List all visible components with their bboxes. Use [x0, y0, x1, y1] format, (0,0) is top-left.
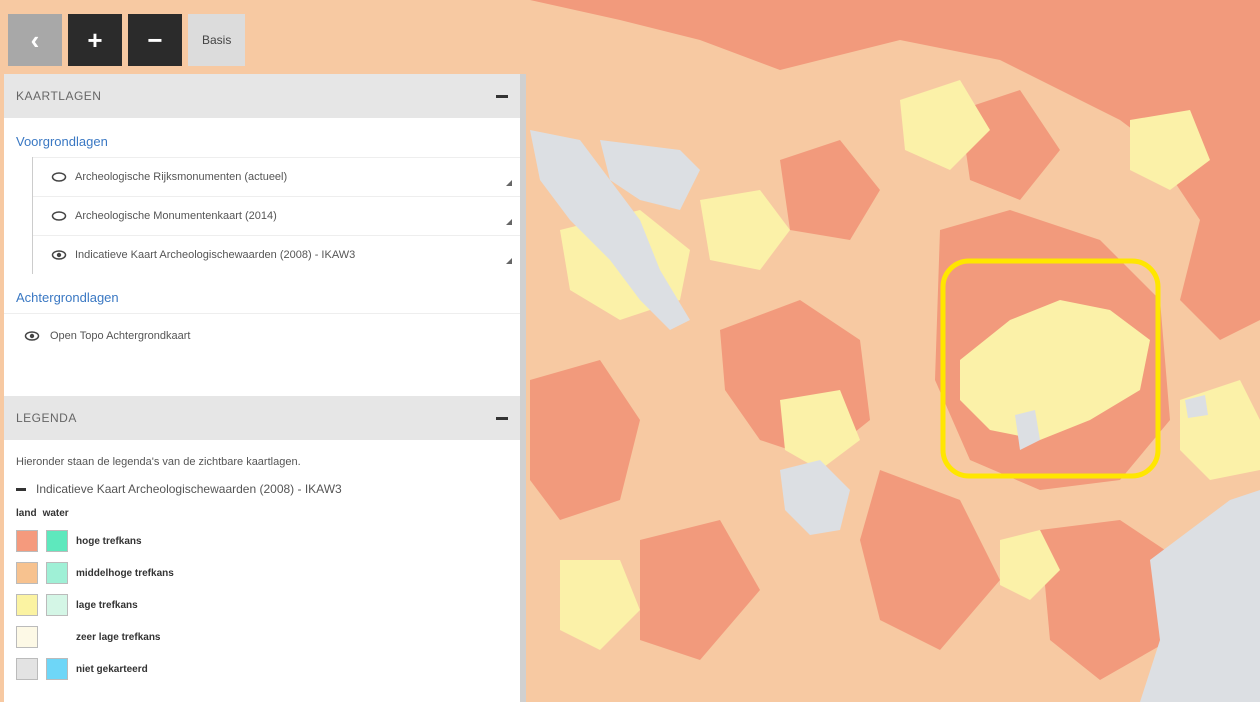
resize-handle-icon[interactable] [506, 219, 512, 225]
legend-row: niet gekarteerd [4, 653, 520, 685]
layer-item[interactable]: Indicatieve Kaart Archeologischewaarden … [33, 235, 520, 274]
legend-label: niet gekarteerd [76, 663, 148, 675]
land-swatch [16, 626, 38, 648]
water-swatch [46, 530, 68, 552]
legenda-description: Hieronder staan de legenda's van de zich… [16, 456, 301, 468]
foreground-group-title[interactable]: Voorgrondlagen [16, 134, 108, 149]
kaartlagen-title: KAARTLAGEN [16, 89, 102, 103]
water-swatch [46, 594, 68, 616]
chevron-left-icon: ‹ [30, 24, 40, 55]
eye-closed-icon[interactable] [51, 169, 67, 185]
minus-icon: − [147, 24, 163, 55]
legend-layer-title[interactable]: Indicatieve Kaart Archeologischewaarden … [4, 476, 520, 502]
highlight-frame [940, 258, 1161, 479]
urban-areas [530, 130, 1260, 702]
legenda-header[interactable]: LEGENDA [4, 396, 520, 440]
spacer [4, 358, 520, 396]
land-swatch [16, 658, 38, 680]
legend-label: hoge trefkans [76, 535, 142, 547]
legend-column-headers: land water [4, 502, 520, 525]
legend-row: hoge trefkans [4, 525, 520, 557]
high-probability-zones [530, 0, 1260, 680]
foreground-layer-list: Archeologische Rijksmonumenten (actueel)… [32, 157, 520, 274]
land-swatch [16, 594, 38, 616]
collapse-icon[interactable] [496, 416, 508, 420]
layer-label: Indicatieve Kaart Archeologischewaarden … [75, 249, 356, 261]
land-swatch [16, 562, 38, 584]
plus-icon: + [87, 24, 103, 55]
collapse-icon[interactable] [496, 94, 508, 98]
background-group-title[interactable]: Achtergrondlagen [16, 290, 119, 305]
layer-label: Open Topo Achtergrondkaart [50, 330, 191, 342]
map-toolbar: ‹ + − Basis [8, 14, 246, 66]
water-swatch-empty [46, 626, 68, 648]
resize-handle-icon[interactable] [506, 180, 512, 186]
layer-label: Archeologische Rijksmonumenten (actueel) [75, 171, 288, 183]
water-swatch [46, 658, 68, 680]
eye-icon[interactable] [24, 328, 40, 344]
legend-col-land: land [16, 508, 37, 519]
layer-item[interactable]: Archeologische Monumentenkaart (2014) [33, 196, 520, 235]
zoom-out-button[interactable]: − [128, 14, 182, 66]
panel-resize-handle[interactable] [520, 74, 526, 702]
collapse-icon[interactable] [16, 487, 26, 491]
legend-row: zeer lage trefkans [4, 621, 520, 653]
eye-closed-icon[interactable] [51, 208, 67, 224]
legenda-title: LEGENDA [16, 411, 77, 425]
water-swatch [46, 562, 68, 584]
legend-row: middelhoge trefkans [4, 557, 520, 589]
legend-label: lage trefkans [76, 599, 138, 611]
background-layer-item[interactable]: Open Topo Achtergrondkaart [4, 313, 520, 358]
layer-label: Archeologische Monumentenkaart (2014) [75, 210, 277, 222]
basis-button[interactable]: Basis [188, 14, 246, 66]
legend-label: middelhoge trefkans [76, 567, 174, 579]
legend-row: lage trefkans [4, 589, 520, 621]
layer-item[interactable]: Archeologische Rijksmonumenten (actueel) [33, 157, 520, 196]
legend-label: zeer lage trefkans [76, 631, 161, 643]
back-button[interactable]: ‹ [8, 14, 62, 66]
legend-layer-name: Indicatieve Kaart Archeologischewaarden … [36, 482, 342, 496]
eye-icon[interactable] [51, 247, 67, 263]
resize-handle-icon[interactable] [506, 258, 512, 264]
side-panel: KAARTLAGEN Voorgrondlagen Archeologische… [4, 74, 520, 702]
kaartlagen-header[interactable]: KAARTLAGEN [4, 74, 520, 118]
legend-col-water: water [42, 508, 69, 519]
zoom-in-button[interactable]: + [68, 14, 122, 66]
land-swatch [16, 530, 38, 552]
